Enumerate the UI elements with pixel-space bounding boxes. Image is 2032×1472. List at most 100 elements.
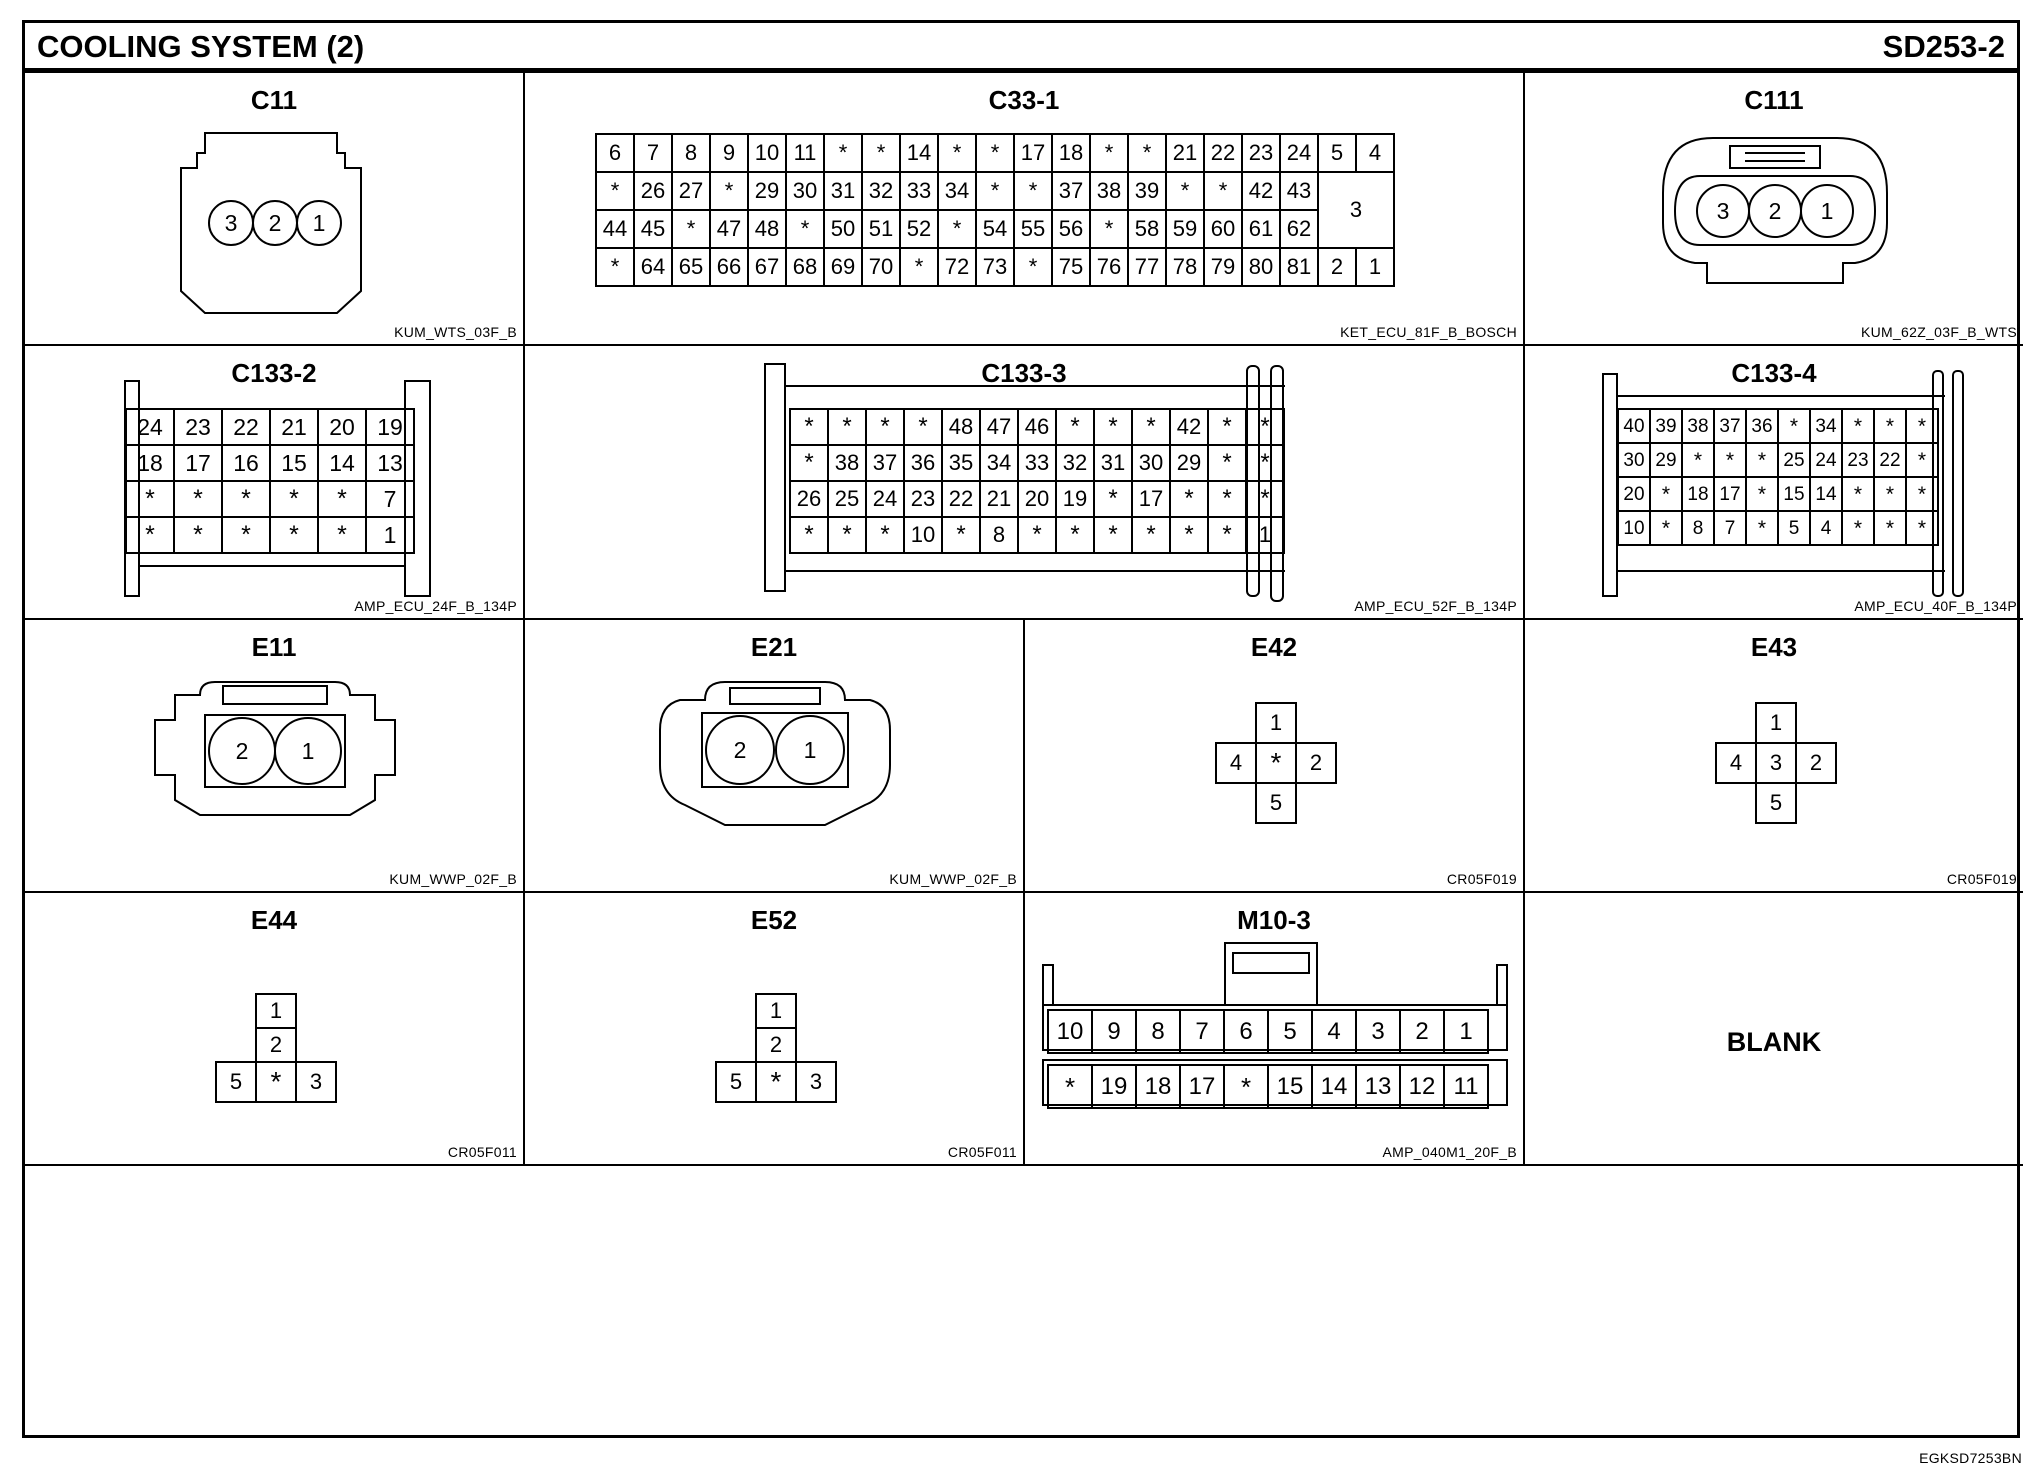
pin-cell: * [899, 247, 939, 287]
pin-cell: 4 [1311, 1009, 1357, 1054]
pin-cell: 2 [255, 1027, 297, 1063]
pin-cell: 70 [861, 247, 901, 287]
connector-ref: AMP_ECU_52F_B_134P [1354, 598, 1517, 614]
pin-cell: * [1649, 510, 1683, 546]
pin-cell: * [709, 171, 749, 211]
connector-ref: KUM_WWP_02F_B [889, 871, 1017, 887]
pin-2-circle [705, 715, 775, 785]
pin-cell: * [1777, 408, 1811, 444]
pin-cell: * [1169, 480, 1209, 518]
pin-cell: * [173, 516, 223, 554]
pin-cell: * [1055, 408, 1095, 446]
pin-cell: 56 [1051, 209, 1091, 249]
pin-cell: 32 [861, 171, 901, 211]
pin-cell: 18 [125, 444, 175, 482]
pin-cell: 26 [789, 480, 829, 518]
pin-1-circle [296, 200, 342, 246]
pin-cell: 27 [671, 171, 711, 211]
pin-cell: * [937, 133, 977, 173]
pin-cell: * [317, 516, 367, 554]
pin-cell: 18 [1135, 1064, 1181, 1109]
pin-cell: * [1873, 408, 1907, 444]
pin-cell: 59 [1165, 209, 1205, 249]
pin-cell: 23 [903, 480, 943, 518]
pin-cell: 5 [1255, 782, 1297, 824]
pin-cell: * [865, 408, 905, 446]
connector-title: C33-1 [988, 85, 1060, 115]
pin-cell: 46 [1017, 408, 1057, 446]
pin-cell: * [1841, 510, 1875, 546]
pin-cell: 17 [1131, 480, 1171, 518]
pin-cell: 44 [595, 209, 635, 249]
pin-cell: 22 [941, 480, 981, 518]
pin-cell: * [1745, 442, 1779, 478]
pin-cell: 72 [937, 247, 977, 287]
pin-cell: * [1207, 516, 1247, 554]
pin-cell: 60 [1203, 209, 1243, 249]
pin-cell: 11 [1443, 1064, 1489, 1109]
connector-title: C133-3 [981, 358, 1067, 388]
pin-cell: 55 [1013, 209, 1053, 249]
pin-cell: * [1127, 133, 1167, 173]
pin-cell: * [1905, 408, 1939, 444]
pin-cell: * [1745, 476, 1779, 512]
pin-cell: * [269, 516, 319, 554]
pin-cell: 38 [827, 444, 867, 482]
pin-1-circle [274, 717, 342, 785]
e44-pin-grid: 1 2 5*3 [215, 993, 337, 1103]
pin-cell: * [937, 209, 977, 249]
pin-cell: 29 [1169, 444, 1209, 482]
pin-cell: 7 [633, 133, 673, 173]
pin-cell: 22 [1203, 133, 1243, 173]
pin-cell: * [1093, 516, 1133, 554]
pin-cell: 48 [747, 209, 787, 249]
connector-e44: E44 1 2 5*3 CR05F011 [25, 893, 525, 1166]
pin-cell: 80 [1241, 247, 1281, 287]
pin-cell: 1 [1255, 702, 1297, 744]
connector-e52: E52 1 2 5*3 CR05F011 [525, 893, 1025, 1166]
pin-cell: 8 [979, 516, 1019, 554]
connector-ref: CR05F011 [447, 1144, 517, 1160]
pin-label: 1 [302, 738, 315, 764]
pin-cell: 32 [1055, 444, 1095, 482]
pin-cell: 52 [899, 209, 939, 249]
pin-cell: * [975, 171, 1015, 211]
pin-cell: 4 [1355, 133, 1395, 173]
pin-cell: * [1255, 742, 1297, 784]
pin-cell: 38 [1089, 171, 1129, 211]
pin-cell: * [903, 408, 943, 446]
connector-ref: AMP_040M1_20F_B [1382, 1144, 1517, 1160]
pin-cell: 34 [937, 171, 977, 211]
pin-cell: 25 [827, 480, 867, 518]
connector-c111: C111 3 2 1 KUM_62Z_03F_B_WTS [1525, 73, 2023, 346]
pin-cell: 23 [1841, 442, 1875, 478]
pin-cell: * [125, 516, 175, 554]
pin-cell: 21 [269, 408, 319, 446]
connector-title: C133-2 [231, 358, 317, 388]
pin-cell: 6 [1223, 1009, 1269, 1054]
pin-cell: * [1245, 480, 1285, 518]
connector-title: E52 [750, 905, 798, 935]
pin-cell: 36 [1745, 408, 1779, 444]
pin-cell: 37 [1051, 171, 1091, 211]
pin-cell: 10 [747, 133, 787, 173]
pin-cell: * [173, 480, 223, 518]
pin-label: 1 [1821, 198, 1834, 224]
connector-title: E11 [251, 632, 297, 662]
pin-cell: * [861, 133, 901, 173]
e52-pin-grid: 1 2 5*3 [715, 993, 837, 1103]
pin-cell: 18 [1051, 133, 1091, 173]
pin-cell: 77 [1127, 247, 1167, 287]
pin-cell: * [975, 133, 1015, 173]
page-title: COOLING SYSTEM (2) [37, 29, 365, 64]
pin-cell: 38 [1681, 408, 1715, 444]
pin-cell: * [221, 480, 271, 518]
pin-cell: 73 [975, 247, 1015, 287]
pin-cell: * [1905, 442, 1939, 478]
pin-cell: 24 [865, 480, 905, 518]
